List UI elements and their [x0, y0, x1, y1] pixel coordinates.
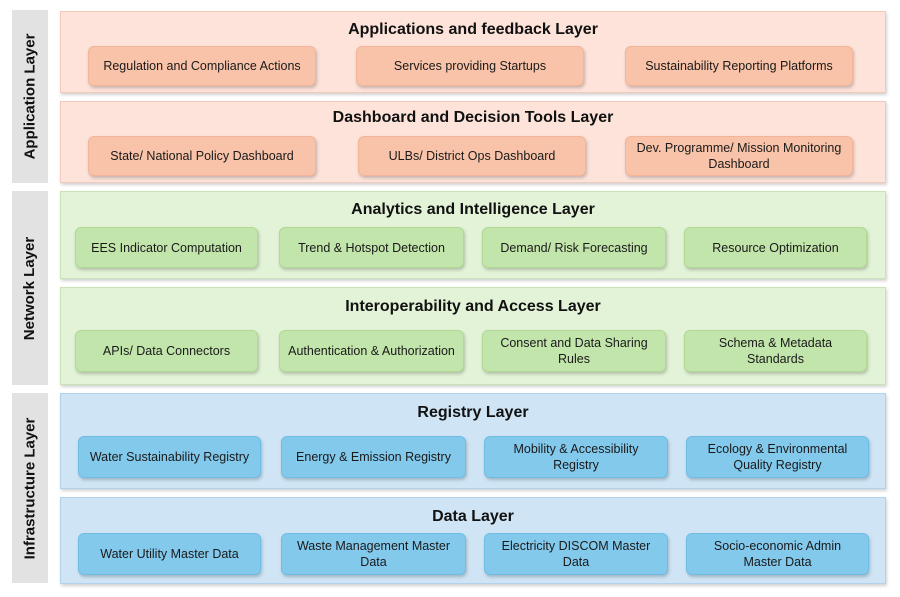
layer-component-box: APIs/ Data Connectors [75, 330, 258, 372]
layer-component-box: Water Sustainability Registry [78, 436, 261, 478]
layer-component-box: Sustainability Reporting Platforms [625, 46, 853, 86]
layer-component-box: Consent and Data Sharing Rules [482, 330, 666, 372]
applications-feedback-layer: Applications and feedback Layer Regulati… [60, 11, 886, 93]
layer-component-box: Socio-economic Admin Master Data [686, 533, 869, 575]
layer-component-box: Services providing Startups [356, 46, 584, 86]
infrastructure-layer-label: Infrastructure Layer [12, 393, 48, 583]
layer-component-box: Dev. Programme/ Mission Monitoring Dashb… [625, 136, 853, 176]
layer-component-box: EES Indicator Computation [75, 227, 258, 268]
application-layer-label-text: Application Layer [21, 33, 39, 160]
network-layer-label: Network Layer [12, 191, 48, 385]
layer-component-box: Trend & Hotspot Detection [279, 227, 464, 268]
interoperability-access-layer: Interoperability and Access Layer APIs/ … [60, 287, 886, 385]
layer-component-box: Electricity DISCOM Master Data [484, 533, 668, 575]
application-layer-label: Application Layer [12, 10, 48, 183]
layer-component-box: Energy & Emission Registry [281, 436, 466, 478]
infrastructure-layer-label-text: Infrastructure Layer [21, 417, 39, 559]
layer-title: Dashboard and Decision Tools Layer [332, 109, 614, 126]
layer-component-box: State/ National Policy Dashboard [88, 136, 316, 176]
layer-component-box: Mobility & Accessibility Registry [484, 436, 668, 478]
layer-component-box: Resource Optimization [684, 227, 867, 268]
layer-title: Analytics and Intelligence Layer [351, 201, 595, 218]
layer-title: Applications and feedback Layer [348, 21, 598, 38]
layer-component-box: Waste Management Master Data [281, 533, 466, 575]
layer-component-box: Regulation and Compliance Actions [88, 46, 316, 86]
layer-component-box: Schema & Metadata Standards [684, 330, 867, 372]
layer-component-box: ULBs/ District Ops Dashboard [358, 136, 586, 176]
layer-component-box: Ecology & Environmental Quality Registry [686, 436, 869, 478]
layer-title: Interoperability and Access Layer [345, 298, 601, 315]
analytics-intelligence-layer: Analytics and Intelligence Layer EES Ind… [60, 191, 886, 279]
layer-title: Data Layer [432, 508, 514, 525]
layer-component-box: Water Utility Master Data [78, 533, 261, 575]
network-layer-label-text: Network Layer [21, 236, 39, 340]
dashboard-decision-tools-layer: Dashboard and Decision Tools Layer State… [60, 101, 886, 183]
data-layer: Data Layer Water Utility Master Data Was… [60, 497, 886, 584]
layer-title: Registry Layer [417, 404, 529, 421]
layer-component-box: Demand/ Risk Forecasting [482, 227, 666, 268]
registry-layer: Registry Layer Water Sustainability Regi… [60, 393, 886, 489]
layer-component-box: Authentication & Authorization [279, 330, 464, 372]
